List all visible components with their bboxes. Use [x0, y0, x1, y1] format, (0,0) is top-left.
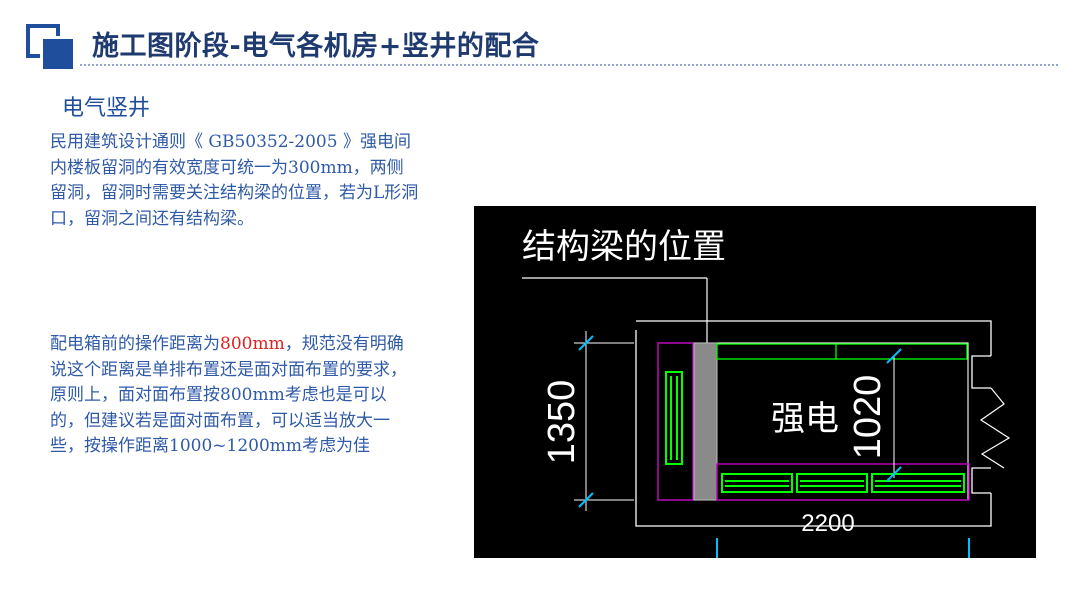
outer-wall-top	[636, 320, 992, 356]
dim-1020-tick-top	[886, 348, 902, 364]
cad-drawing-svg: 结构梁的位置 强电 1350 1020 2200	[522, 227, 1011, 558]
highlight-distance: 800mm	[220, 334, 285, 354]
section-title: 电气竖井	[62, 96, 151, 121]
logo-filled-square	[40, 36, 73, 69]
bottom-cabinet-outline	[716, 463, 970, 501]
logo-icon	[26, 20, 76, 69]
bottom-cabinet-1	[721, 473, 793, 493]
paragraph-operating-distance: 配电箱前的操作距离为800mm，规范没有明确说这个距离是单排布置还是面对面布置的…	[50, 332, 420, 460]
label-room: 强电	[771, 399, 839, 439]
left-cabinet-outline	[657, 342, 694, 501]
dim-1020-text: 1020	[847, 375, 889, 460]
cad-drawing: 结构梁的位置 强电 1350 1020 2200	[474, 206, 1036, 558]
title-divider	[80, 64, 1058, 66]
paragraph-room-opening: 民用建筑设计通则《 GB50352-2005 》强电间内楼板留洞的有效宽度可统一…	[50, 132, 419, 229]
wall-return-bottom	[971, 467, 991, 494]
bottom-cabinet-3	[871, 473, 965, 493]
dim-2200-text: 2200	[801, 510, 854, 537]
dim-1350-tick-top	[578, 335, 594, 351]
dim-1020-tick-bottom	[886, 466, 902, 482]
outer-wall	[635, 330, 992, 527]
structural-beam	[693, 342, 718, 501]
dim-1350-text: 1350	[541, 380, 583, 465]
wall-return-top	[971, 355, 991, 389]
page-title: 施工图阶段-电气各机房+竖井的配合	[92, 31, 540, 62]
break-line	[979, 387, 1011, 469]
label-beam-position: 结构梁的位置	[522, 227, 726, 267]
bottom-cabinet-2	[796, 473, 868, 493]
dim-1350-tick-bottom	[578, 492, 594, 508]
paragraph-text-after: ，规范没有明确说这个距离是单排布置还是面对面布置的要求，原则上，面对面布置按80…	[50, 334, 407, 456]
top-shelf	[716, 343, 968, 360]
left-cabinet	[665, 371, 683, 465]
paragraph-text-before: 配电箱前的操作距离为	[50, 334, 220, 354]
